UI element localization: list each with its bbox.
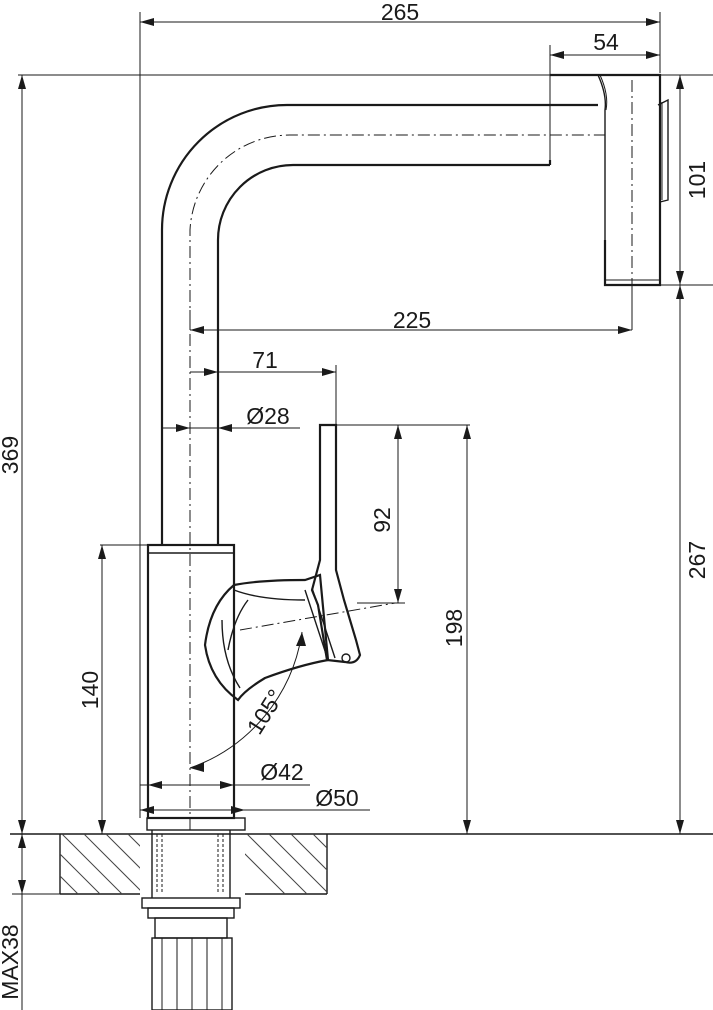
- dim-spout-reach: 225: [393, 307, 431, 333]
- dim-lever-height: 92: [369, 507, 395, 533]
- faucet-outline: [146, 73, 669, 820]
- dim-spout-diameter: Ø28: [246, 403, 289, 429]
- countertop-section: [10, 833, 713, 895]
- dim-body-height: 140: [77, 671, 103, 709]
- dim-spout-head: 54: [593, 29, 619, 55]
- dim-lever-offset: 71: [252, 347, 278, 373]
- extension-lines: [18, 12, 713, 818]
- centerlines: [189, 80, 633, 830]
- dim-base-outer-diameter: Ø50: [315, 785, 358, 811]
- dim-lever-top-height: 198: [441, 609, 467, 647]
- dim-head-height: 101: [684, 161, 710, 199]
- dim-total-height: 369: [0, 436, 23, 474]
- dim-base-inner-diameter: Ø42: [260, 759, 303, 785]
- dim-lever-angle: 105°: [242, 685, 289, 739]
- mounting-shank: [141, 817, 246, 1010]
- countertop-hatch-left: [60, 834, 140, 894]
- dim-max-counter-thickness: MAX38: [0, 924, 23, 999]
- dim-overall-width: 265: [381, 0, 419, 25]
- countertop-hatch-right: [245, 834, 327, 894]
- dim-outlet-height: 267: [684, 541, 710, 579]
- dimension-lines: [12, 18, 684, 1010]
